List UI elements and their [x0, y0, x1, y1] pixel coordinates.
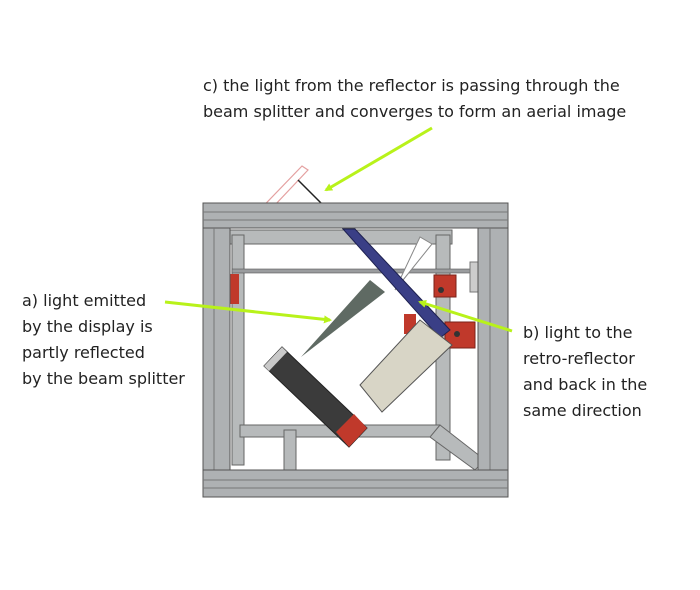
arrow-a	[164, 300, 332, 324]
label-b-line: b) light to the	[523, 323, 633, 342]
retro-light-beam	[394, 236, 433, 291]
label-c-line: beam splitter and converges to form an a…	[203, 102, 627, 121]
label-b: b) light to the retro-reflector and back…	[523, 320, 647, 424]
label-a: a) light emitted by the display is partl…	[22, 288, 185, 392]
label-b-line: same direction	[523, 401, 642, 420]
label-a-line: a) light emitted	[22, 291, 147, 310]
label-c-line: c) the light from the reflector is passi…	[203, 76, 620, 95]
arrow-c	[324, 126, 433, 192]
arrow-b	[418, 299, 513, 333]
beam-splitter	[341, 228, 451, 339]
label-a-line: by the display is	[22, 317, 153, 336]
label-b-line: and back in the	[523, 375, 648, 394]
front-frame	[202, 202, 509, 498]
label-a-line: by the beam splitter	[22, 369, 185, 388]
label-a-line: partly reflected	[22, 343, 145, 362]
light-beam-cone	[301, 280, 385, 357]
label-b-line: retro-reflector	[523, 349, 635, 368]
label-c: c) the light from the reflector is passi…	[203, 73, 626, 125]
display	[263, 346, 368, 448]
retro-reflector	[359, 319, 453, 413]
